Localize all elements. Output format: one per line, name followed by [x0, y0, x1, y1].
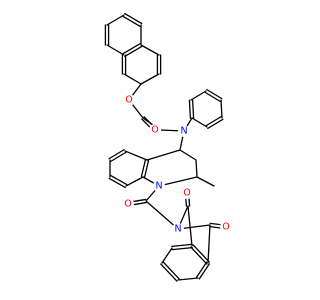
- bond-single: [196, 176, 215, 187]
- bond-double-a: [108, 148, 125, 160]
- bond-double-b: [110, 151, 127, 163]
- atom-label-n-amide-1: N: [180, 126, 187, 137]
- bond-double-a: [160, 263, 178, 282]
- atom-label-layer: O O N N O N O O: [122, 94, 232, 235]
- bond-double-b: [207, 118, 224, 130]
- bond-double-a: [190, 246, 208, 265]
- bond-single: [179, 149, 197, 161]
- bond-single: [140, 44, 160, 56]
- bond-single: [124, 150, 148, 161]
- atom-n-amide-1: N: [178, 125, 190, 137]
- bond-double-b: [192, 244, 210, 263]
- bond-single: [158, 176, 198, 187]
- atom-label-o-imide-top: O: [183, 188, 190, 199]
- bond-double-a: [140, 158, 147, 178]
- bond-double-b: [206, 88, 223, 100]
- bond-single: [207, 224, 211, 264]
- bond-single: [123, 73, 142, 85]
- bond-double-b: [162, 261, 180, 280]
- atom-label-o-amide-2: O: [124, 199, 131, 210]
- bond-single: [187, 205, 193, 247]
- atom-label-o-ether: O: [125, 95, 132, 106]
- bond-double-a: [108, 177, 126, 189]
- bond-double-a: [205, 115, 222, 127]
- bond-double-b: [196, 261, 208, 278]
- atom-label-o-imide-right: O: [222, 222, 229, 233]
- bond-single: [106, 44, 125, 56]
- bond-single: [140, 73, 160, 85]
- molecule-structure: O O N N O N O O: [104, 12, 232, 282]
- bond-double-b: [122, 15, 141, 28]
- bond-single: [125, 176, 144, 187]
- bond-single: [195, 159, 198, 178]
- atom-label-n-ring: N: [155, 181, 162, 192]
- bond-double-a: [124, 12, 143, 25]
- bond-single: [146, 149, 181, 161]
- bond-layer: [104, 12, 227, 282]
- bond-double-b: [143, 159, 150, 179]
- atom-o-ether: O: [123, 94, 135, 106]
- bond-double-b: [188, 99, 192, 119]
- atom-o-imide-right: O: [220, 221, 232, 233]
- bond-double-b: [110, 174, 128, 186]
- atom-n-ring: N: [153, 180, 165, 192]
- atom-o-amide-2: O: [122, 198, 134, 210]
- bond-double-a: [204, 91, 221, 103]
- bond-single: [161, 247, 173, 264]
- bond-double-b: [122, 42, 141, 55]
- bond-double-a: [198, 263, 210, 280]
- bond-single: [177, 277, 199, 281]
- atom-o-amide-1: O: [149, 124, 161, 136]
- bond-single: [106, 14, 125, 26]
- bond-single: [220, 99, 223, 119]
- bond-single: [145, 200, 163, 216]
- bond-single: [190, 90, 207, 101]
- atom-n-imide: N: [172, 223, 184, 235]
- bond-double-a: [171, 243, 193, 248]
- atom-label-o-amide-1: O: [151, 125, 158, 136]
- atom-o-imide-top: O: [181, 187, 193, 199]
- bond-double-a: [191, 99, 195, 119]
- atom-label-n-imide: N: [174, 224, 181, 235]
- bond-single: [191, 117, 208, 128]
- bond-double-b: [171, 246, 193, 251]
- bond-double-a: [124, 45, 143, 58]
